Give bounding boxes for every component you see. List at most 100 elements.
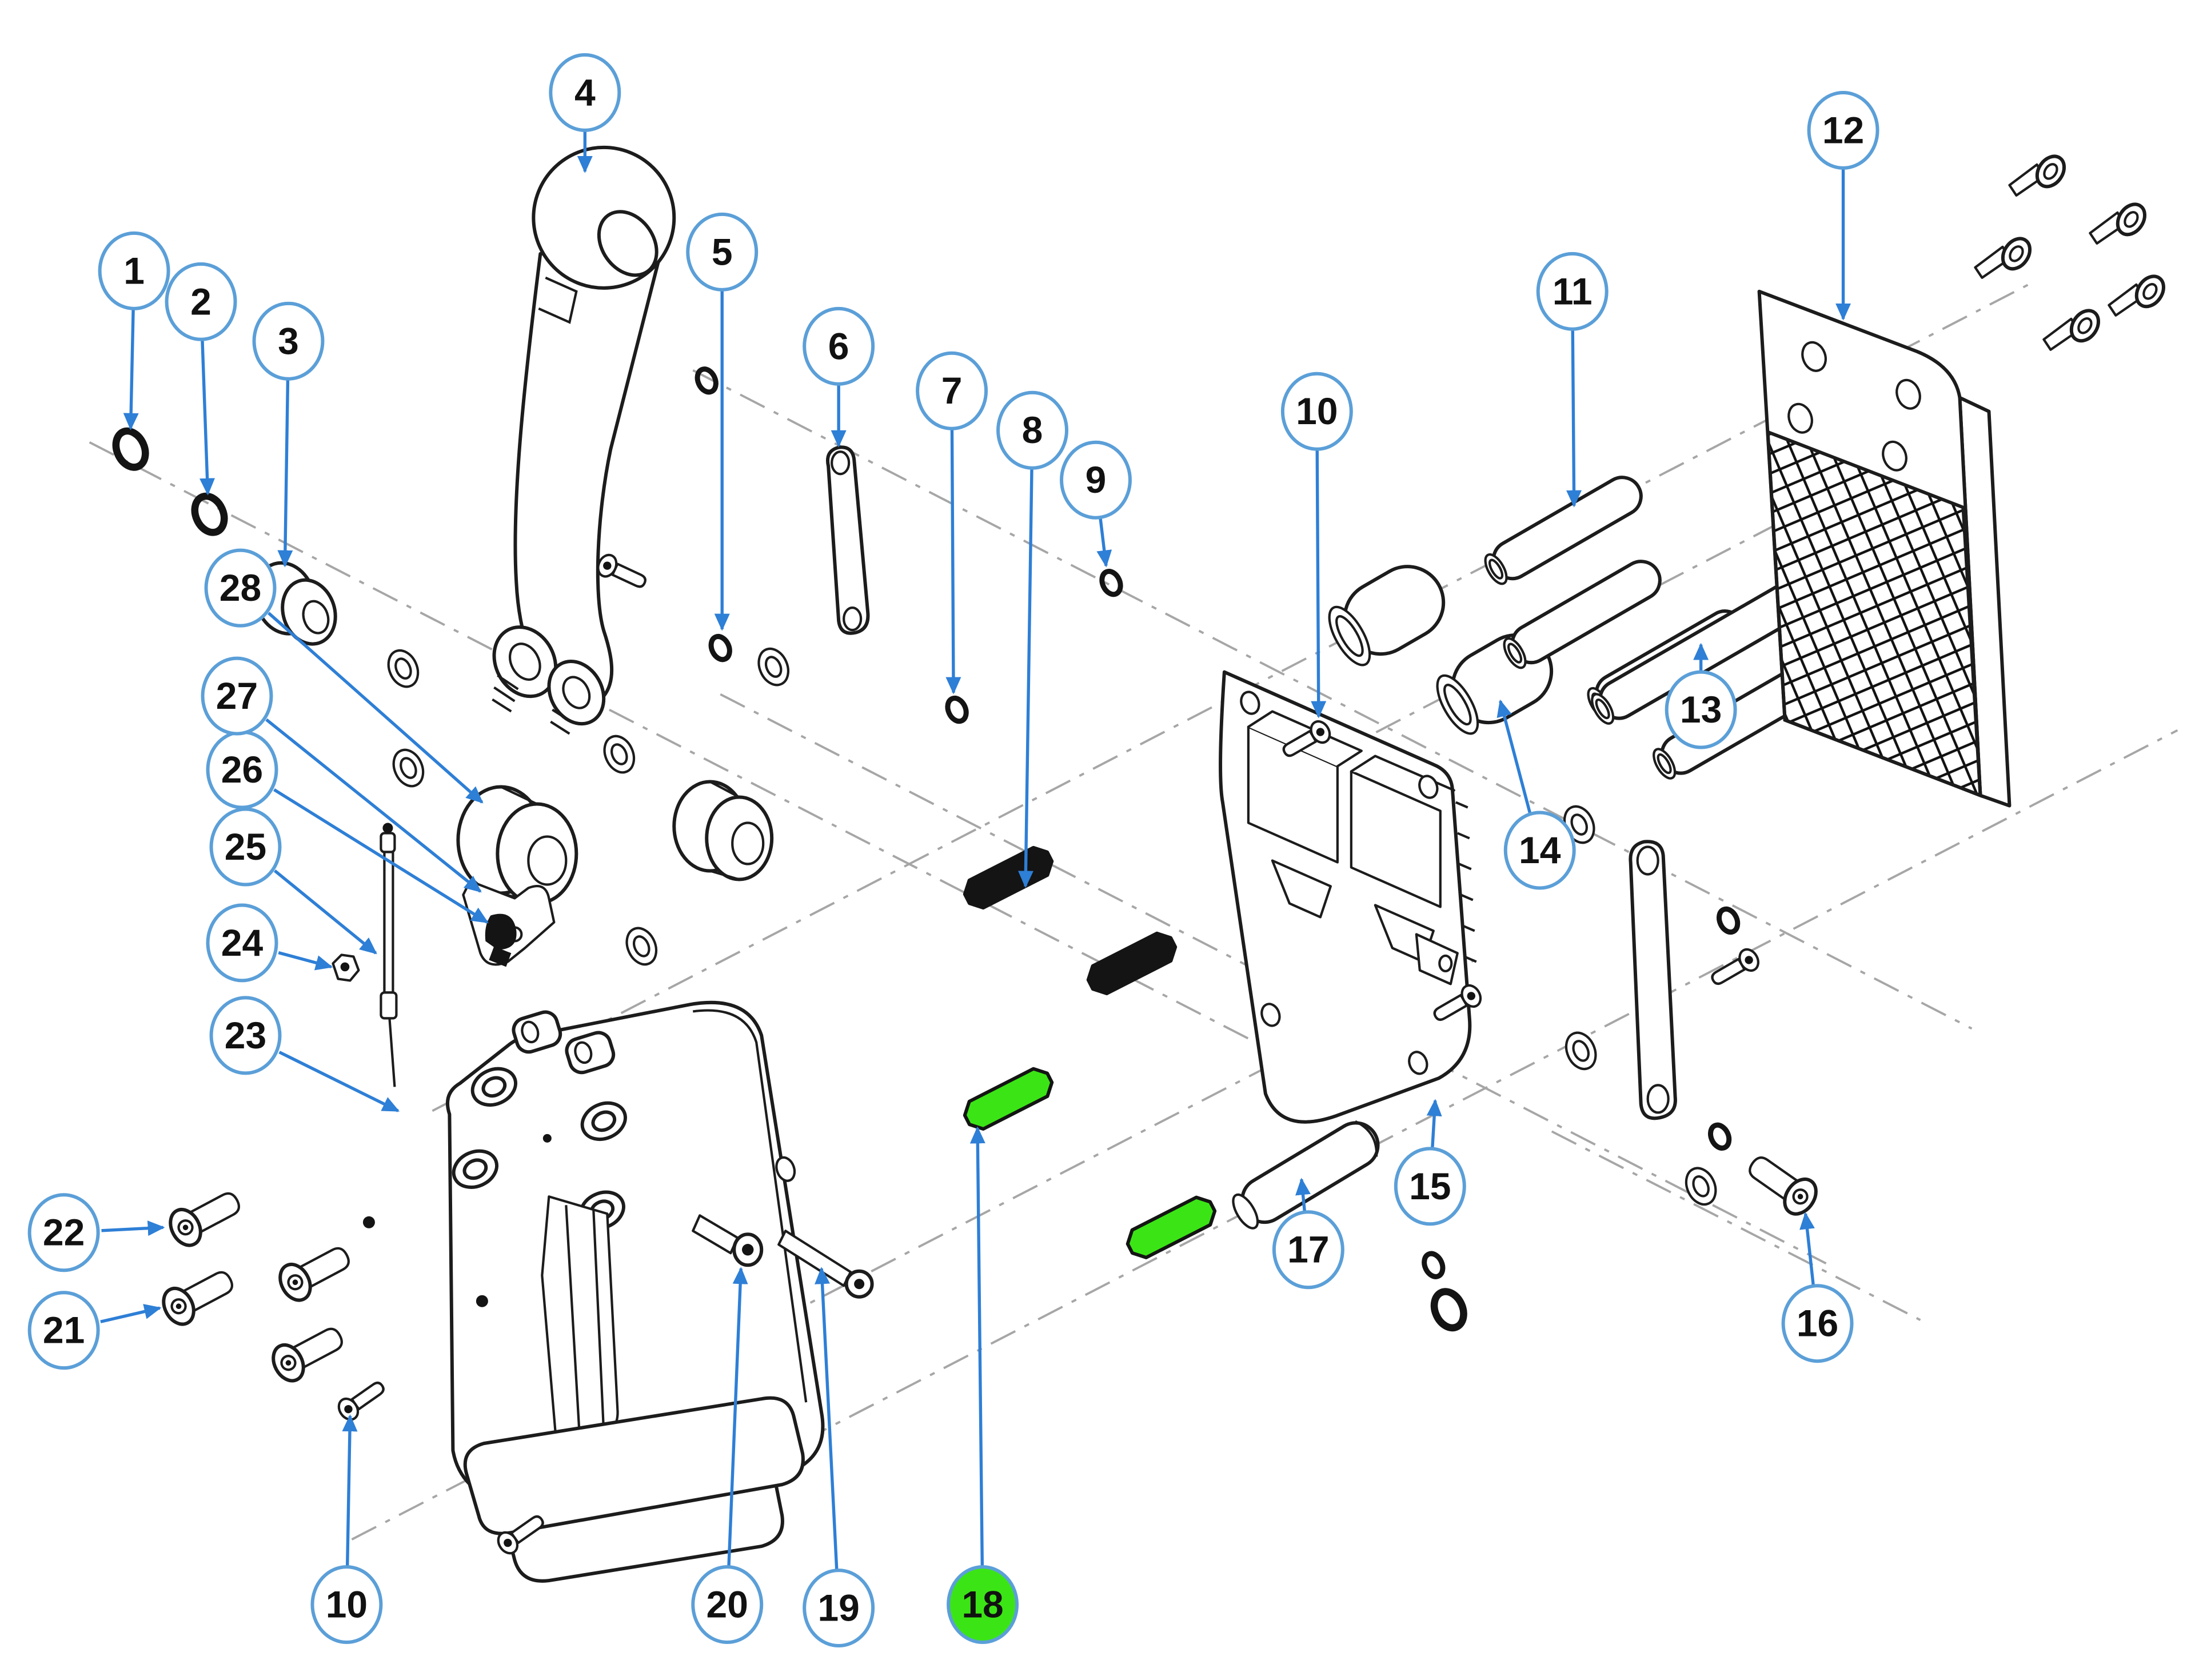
leader-arrow-20 bbox=[727, 1267, 748, 1567]
callout-number-4: 4 bbox=[574, 71, 596, 113]
washer bbox=[599, 732, 640, 777]
callout-18-highlighted-17: 18 bbox=[947, 1126, 1019, 1645]
callout-26-25: 26 bbox=[206, 730, 489, 924]
washer bbox=[1681, 1163, 1721, 1209]
callout-balloon-18 bbox=[947, 1565, 1019, 1645]
callout-12-11: 12 bbox=[1807, 90, 1879, 321]
callout-number-19: 19 bbox=[817, 1587, 859, 1629]
callout-balloon-17 bbox=[1272, 1210, 1344, 1290]
callout-number-12: 12 bbox=[1822, 109, 1864, 151]
callout-balloon-7 bbox=[916, 351, 988, 430]
leader-arrow-14 bbox=[1496, 699, 1532, 815]
leader-arrow-11 bbox=[1566, 329, 1582, 508]
leader-arrow-18 bbox=[969, 1126, 985, 1567]
callout-number-27: 27 bbox=[216, 675, 258, 717]
part-cable-25 bbox=[380, 823, 398, 1087]
part-oring-1 bbox=[110, 426, 151, 472]
callout-balloon-28 bbox=[204, 548, 277, 628]
callout-balloon-12 bbox=[1807, 90, 1879, 170]
part-screw-10 bbox=[335, 1376, 389, 1423]
part-backing-plate-15 bbox=[1219, 670, 1479, 1124]
callout-number-24: 24 bbox=[221, 921, 264, 964]
callout-number-11: 11 bbox=[1553, 270, 1593, 312]
leader-arrow-21 bbox=[100, 1304, 162, 1323]
callout-number-23: 23 bbox=[225, 1014, 266, 1056]
callout-number-26: 26 bbox=[221, 748, 263, 791]
washer bbox=[383, 646, 424, 692]
callout-balloon-14 bbox=[1503, 811, 1576, 890]
callout-25-24: 25 bbox=[209, 807, 377, 955]
callout-number-3: 3 bbox=[278, 320, 299, 362]
callout-22-21: 22 bbox=[27, 1193, 165, 1272]
part-grip-rod-18-highlighted bbox=[1123, 1192, 1220, 1262]
part-spacer-tube-14 bbox=[1328, 565, 1446, 667]
callout-balloon-10 bbox=[310, 1565, 383, 1645]
part-main-housing-23 bbox=[362, 1000, 825, 1583]
callout-number-9: 9 bbox=[1085, 458, 1107, 501]
callout-balloon-22 bbox=[27, 1193, 100, 1272]
callout-4-3: 4 bbox=[549, 53, 621, 173]
washer bbox=[753, 644, 794, 690]
part-oring bbox=[1715, 906, 1741, 935]
callout-20-19: 20 bbox=[691, 1267, 764, 1645]
part-roller bbox=[672, 780, 774, 881]
callout-number-14: 14 bbox=[1519, 829, 1561, 871]
callout-10-28: 10 bbox=[310, 1414, 383, 1645]
callout-number-22: 22 bbox=[43, 1211, 85, 1254]
part-rivet bbox=[2009, 151, 2069, 195]
part-knurled-plate-12 bbox=[1757, 289, 2012, 808]
part-screw-20 bbox=[692, 1214, 764, 1267]
part-oring-7 bbox=[944, 695, 969, 724]
leader-arrow-1 bbox=[123, 308, 139, 430]
part-screw bbox=[594, 552, 649, 593]
callout-balloon-11 bbox=[1536, 252, 1609, 331]
callout-number-8: 8 bbox=[1022, 409, 1043, 451]
callout-balloon-20 bbox=[691, 1565, 764, 1645]
leader-arrow-27 bbox=[265, 718, 482, 893]
leader-arrow-23 bbox=[278, 1051, 400, 1112]
part-link-right bbox=[1629, 840, 1677, 1120]
part-rivet bbox=[1975, 233, 2035, 277]
callout-14-13: 14 bbox=[1496, 699, 1576, 890]
callout-number-1: 1 bbox=[123, 249, 145, 292]
callout-13-12: 13 bbox=[1665, 643, 1737, 749]
callout-number-25: 25 bbox=[225, 825, 266, 868]
callout-10-9: 10 bbox=[1280, 372, 1353, 719]
part-flat-screw-21 bbox=[158, 1262, 239, 1329]
part-flat-screw bbox=[268, 1319, 349, 1386]
part-flat-screw-16 bbox=[1742, 1148, 1822, 1220]
callout-21-20: 21 bbox=[27, 1291, 162, 1370]
leader-arrow-26 bbox=[273, 788, 489, 924]
leader-arrow-17 bbox=[1295, 1178, 1311, 1212]
part-grip-rod-18-highlighted bbox=[960, 1064, 1057, 1134]
callout-balloon-3 bbox=[252, 301, 325, 381]
leader-arrow-19 bbox=[815, 1267, 839, 1571]
washer bbox=[621, 924, 662, 969]
callout-balloon-8 bbox=[996, 390, 1069, 470]
callout-balloon-27 bbox=[201, 656, 273, 736]
callout-number-6: 6 bbox=[828, 325, 849, 367]
leader-arrow-25 bbox=[273, 869, 377, 955]
part-pin-17 bbox=[1232, 1120, 1380, 1230]
leader-arrow-15 bbox=[1426, 1099, 1442, 1149]
callout-number-2: 2 bbox=[190, 280, 211, 322]
callout-2-1: 2 bbox=[165, 262, 237, 496]
part-flat-screw bbox=[274, 1238, 356, 1305]
part-oring bbox=[1707, 1122, 1732, 1151]
callout-number-10: 10 bbox=[1296, 390, 1338, 432]
leader-arrow-2 bbox=[199, 339, 215, 496]
part-roller-28 bbox=[456, 785, 578, 905]
part-rivet bbox=[2044, 305, 2104, 349]
callout-balloon-25 bbox=[209, 807, 282, 887]
callout-3-2: 3 bbox=[252, 301, 325, 568]
callout-19-18: 19 bbox=[803, 1267, 875, 1648]
callout-23-22: 23 bbox=[209, 996, 400, 1112]
part-swing-arm-4 bbox=[492, 145, 676, 735]
callout-17-16: 17 bbox=[1272, 1178, 1344, 1290]
part-tube-11 bbox=[1503, 560, 1662, 669]
callout-27-26: 27 bbox=[201, 656, 482, 893]
part-grip-rod-8 bbox=[960, 843, 1057, 913]
callout-number-15: 15 bbox=[1409, 1165, 1451, 1207]
